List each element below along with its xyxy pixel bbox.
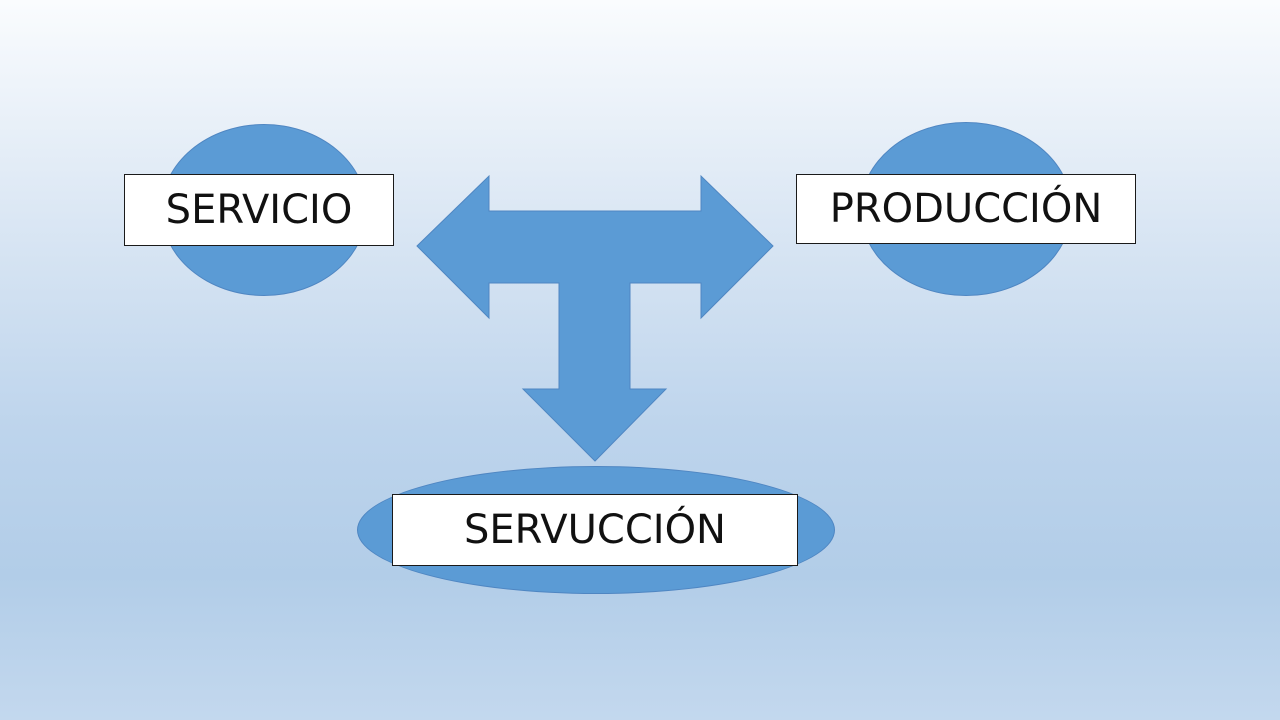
three-way-arrow [416,174,774,462]
servuccion-label-box: SERVUCCIÓN [392,494,798,566]
produccion-label: PRODUCCIÓN [829,186,1103,232]
servuccion-label: SERVUCCIÓN [464,507,726,553]
servicio-label-box: SERVICIO [124,174,394,246]
servicio-label: SERVICIO [165,187,353,233]
produccion-label-box: PRODUCCIÓN [796,174,1136,244]
